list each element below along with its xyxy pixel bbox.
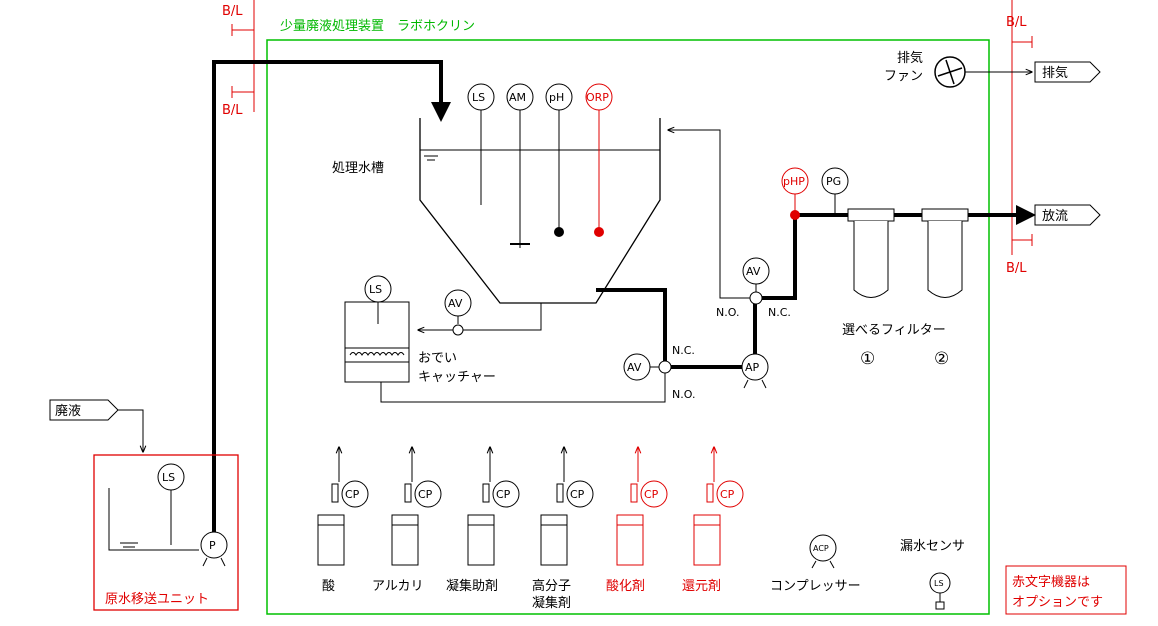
svg-text:ファン: ファン — [884, 69, 923, 84]
svg-text:B/L: B/L — [222, 4, 243, 19]
svg-text:AV: AV — [746, 265, 761, 278]
feed-unit: LS P 原水移送ユニット — [93, 454, 239, 611]
actuated-valve-sludge: AV — [444, 289, 472, 336]
svg-text:PG: PG — [826, 175, 841, 188]
svg-text:pHP: pHP — [783, 175, 805, 188]
chem-pump-reducer: CP 還元剤 — [682, 447, 744, 594]
svg-text:AV: AV — [627, 361, 642, 374]
svg-text:原水移送ユニット: 原水移送ユニット — [105, 592, 209, 607]
feed-line — [212, 60, 451, 532]
svg-text:LS: LS — [934, 579, 944, 588]
svg-text:還元剤: 還元剤 — [682, 578, 721, 594]
exhaust-fan: 排気 ファン — [884, 50, 1032, 88]
svg-text:排気: 排気 — [897, 50, 923, 66]
treatment-tank: 処理水槽 — [332, 118, 661, 304]
filter-1-label: ① — [860, 349, 875, 369]
orp-sensor: ORP — [585, 83, 613, 237]
bl-marker-top-left: B/L B/L — [222, 0, 255, 118]
drain-line — [596, 288, 745, 369]
actuated-valve-outlet: AV — [742, 257, 770, 305]
svg-text:凝集剤: 凝集剤 — [532, 595, 571, 611]
exhaust-outlet: 排気 — [1034, 61, 1101, 83]
svg-text:凝集助剤: 凝集助剤 — [446, 578, 498, 594]
chem-pump-acid: CP 酸 — [317, 447, 369, 594]
svg-text:B/L: B/L — [1006, 15, 1027, 30]
svg-text:放流: 放流 — [1042, 209, 1068, 224]
svg-text:LS: LS — [472, 91, 485, 104]
discharge-outlet: 放流 — [1034, 204, 1101, 226]
filter-1 — [847, 208, 895, 298]
system-title: 少量廃液処理装置 ラボホクリン — [280, 18, 475, 34]
valve-state-no-lower: N.O. — [672, 388, 695, 401]
svg-text:酸: 酸 — [322, 579, 335, 594]
svg-text:CP: CP — [570, 488, 585, 501]
svg-text:赤文字機器は: 赤文字機器は — [1012, 575, 1090, 590]
chem-pump-polymer: CP 高分子 凝集剤 — [532, 447, 594, 611]
svg-text:処理水槽: 処理水槽 — [332, 161, 384, 176]
svg-text:B/L: B/L — [222, 103, 243, 118]
svg-text:高分子: 高分子 — [532, 578, 571, 594]
svg-text:おでい: おでい — [418, 351, 457, 366]
return-line — [668, 130, 755, 299]
leak-sensor: 漏水センサ LS — [900, 538, 965, 610]
filter-2 — [921, 208, 969, 298]
svg-text:LS: LS — [369, 283, 382, 296]
actuated-valve-drain: AV — [623, 353, 672, 381]
sludge-return-line — [380, 373, 666, 403]
pressure-gauge: PG — [821, 167, 849, 213]
ph-process-sensor: pHP — [781, 167, 809, 220]
pump-outlet-line — [753, 215, 1032, 354]
svg-text:コンプレッサー: コンプレッサー — [770, 579, 861, 594]
valve-state-no-upper: N.O. — [716, 306, 739, 319]
valve-state-nc-upper: N.C. — [768, 306, 791, 319]
svg-text:AM: AM — [509, 91, 526, 104]
waste-input: 廃液 — [49, 399, 143, 452]
chem-pump-coagulant-aid: CP 凝集助剤 — [446, 447, 520, 594]
svg-text:LS: LS — [162, 471, 175, 484]
agitator-motor: AM — [506, 83, 534, 248]
filters-label: 選べるフィルター — [842, 323, 946, 338]
svg-text:CP: CP — [496, 488, 511, 501]
chem-pump-alkali: CP アルカリ — [372, 447, 442, 594]
svg-text:P: P — [209, 539, 216, 552]
option-note: 赤文字機器は オプションです — [1005, 565, 1127, 615]
svg-text:廃液: 廃液 — [55, 403, 81, 419]
sludge-catcher: LS おでい キャッチャー — [344, 275, 496, 385]
svg-text:AP: AP — [745, 361, 760, 374]
svg-text:オプションです: オプションです — [1012, 595, 1103, 610]
svg-text:B/L: B/L — [1006, 261, 1027, 276]
svg-text:CP: CP — [644, 488, 659, 501]
svg-text:排気: 排気 — [1042, 65, 1068, 81]
filter-2-label: ② — [934, 349, 949, 369]
svg-text:AV: AV — [448, 297, 463, 310]
level-sensor-tank: LS — [467, 83, 495, 205]
process-pump: AP — [741, 353, 769, 389]
ph-sensor: pH — [545, 83, 573, 237]
svg-text:アルカリ: アルカリ — [372, 579, 423, 594]
svg-text:漏水センサ: 漏水センサ — [900, 538, 965, 554]
svg-text:酸化剤: 酸化剤 — [606, 578, 645, 594]
system-boundary — [266, 39, 990, 615]
svg-text:CP: CP — [345, 488, 360, 501]
svg-text:ORP: ORP — [586, 91, 609, 104]
bl-marker-right: B/L B/L — [1006, 0, 1033, 276]
valve-state-nc-lower: N.C. — [672, 344, 695, 357]
chem-pump-oxidizer: CP 酸化剤 — [606, 447, 668, 594]
svg-text:CP: CP — [418, 488, 433, 501]
svg-text:pH: pH — [549, 91, 564, 104]
svg-text:ACP: ACP — [813, 544, 829, 553]
svg-text:CP: CP — [720, 488, 735, 501]
sludge-feed-line — [418, 303, 542, 330]
svg-text:キャッチャー: キャッチャー — [418, 370, 496, 385]
compressor: ACP コンプレッサー — [770, 534, 861, 594]
